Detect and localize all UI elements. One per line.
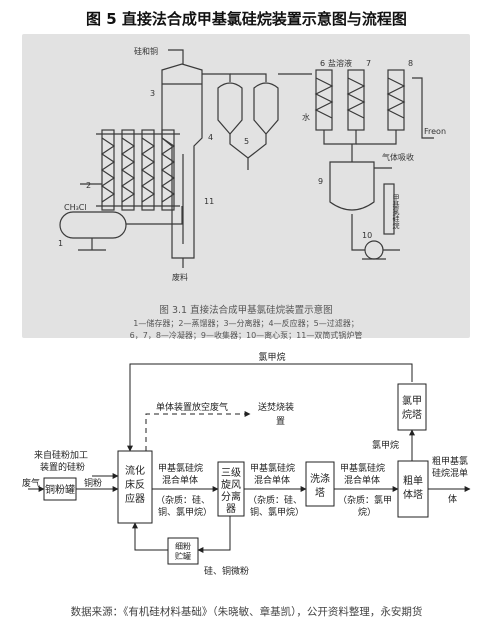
mix1-line-4: 铜、氯甲烷） [158, 506, 212, 518]
mix1-line-1: 甲基氯硅烷 [158, 462, 203, 474]
cyclone-to-fines-line [197, 516, 231, 553]
cyclone-label-3: 分离 [221, 490, 241, 503]
num-8: 8 [408, 59, 413, 68]
label-salt-solution: 盐溶液 [328, 58, 352, 68]
process-flow-chart: 铜粉罐 流化 床反 应器 三级 旋风 分离 器 洗涤 塔 粗单 体塔 氯甲 烷塔… [22, 351, 471, 577]
fines-return-line [132, 522, 168, 551]
copper-powder-tank [43, 477, 77, 501]
cyclone-label-4: 器 [226, 503, 236, 515]
separator-reactor [161, 63, 203, 259]
num-4: 4 [208, 133, 213, 142]
mix3-line-4: 烷） [358, 506, 376, 518]
label-gas-absorption: 气体吸收 [382, 152, 414, 162]
incineration-label-1: 送焚烧装 [258, 401, 294, 413]
num-11: 11 [204, 197, 214, 206]
mix3-line-2: 混合单体 [344, 474, 380, 486]
condensers [314, 69, 406, 131]
label-ch3cl: CH₃Cl [64, 203, 87, 212]
output-label-2: 硅烷混单 [432, 467, 468, 479]
vent-gas-line [145, 411, 251, 451]
num-5: 5 [244, 137, 249, 146]
figure-title: 图 5 直接法合成甲基氯硅烷装置示意图与流程图 [86, 10, 407, 28]
reactor-label-1: 流化 [125, 464, 145, 477]
si-cu-fines-label: 硅、铜微粉 [204, 565, 249, 577]
output-label-3: 体 [448, 493, 457, 505]
num-9: 9 [318, 177, 323, 186]
storage-tank [59, 211, 127, 239]
num-2: 2 [86, 181, 91, 190]
label-si-cu: 硅和铜 [134, 46, 158, 56]
schematic-drawing: 硅和铜 盐溶液 水 Freon 气体吸收 CH₃Cl 废料 甲基氯硅烷 1 2 … [58, 46, 446, 282]
chloromethane-recycle-line [127, 363, 413, 452]
num-7: 7 [366, 59, 371, 68]
silicon-source-label-1: 来自硅粉加工 [34, 449, 88, 461]
distiller-columns [96, 129, 180, 211]
label-methylchlorosilane: 甲基氯硅烷 [392, 194, 400, 230]
mix2-line-2: 混合单体 [254, 474, 290, 486]
cyclone-label-1: 三级 [221, 467, 241, 479]
copper-tank-label: 铜粉罐 [45, 483, 75, 496]
label-waste: 废料 [172, 272, 188, 282]
centrifugal-pump [364, 240, 384, 260]
fluidized-bed-reactor [117, 450, 153, 524]
mix1-line-2: 混合单体 [162, 474, 198, 486]
mix1-line-3: （杂质：硅、 [156, 494, 210, 506]
chloromethane-side-label: 氯甲烷 [372, 439, 399, 451]
three-stage-cyclone [217, 461, 245, 517]
apparatus-schematic: 硅和铜 盐溶液 水 Freon 气体吸收 CH₃Cl 废料 甲基氯硅烷 1 2 … [22, 34, 470, 340]
scrubber-label-1: 洗涤 [310, 472, 330, 485]
vent-gas-label: 单体装置放空废气 [156, 401, 228, 413]
filter-b [253, 82, 279, 135]
crude-label-2: 体塔 [403, 488, 423, 501]
fines-storage-tank [167, 537, 199, 565]
schematic-legend-line1: 1—储存器；2—蒸馏器；3—分离器；4—反应器；5—过滤器； [133, 319, 359, 328]
fines-tank-label-2: 贮罐 [175, 551, 191, 561]
num-10: 10 [362, 231, 372, 240]
chloromethane-tower-label-1: 氯甲 [402, 394, 422, 407]
scrubber-tower [305, 461, 335, 507]
cyclone-label-2: 旋风 [221, 478, 241, 491]
mix2-line-3: （杂质：硅、 [248, 494, 302, 506]
chloromethane-top-label: 氯甲烷 [258, 351, 285, 363]
filter-a [217, 82, 243, 135]
label-freon: Freon [424, 127, 446, 136]
num-1: 1 [58, 239, 63, 248]
reactor-label-3: 应器 [125, 492, 145, 505]
mix2-line-1: 甲基氯硅烷 [250, 462, 295, 474]
copper-powder-label: 铜粉 [84, 477, 102, 489]
fines-tank-label-1: 细粉 [175, 541, 191, 551]
scrubber-label-2: 塔 [315, 486, 325, 499]
schematic-caption: 图 3.1 直接法合成甲基氯硅烷装置示意图 [159, 305, 333, 316]
waste-gas-label: 废气 [22, 477, 40, 489]
num-3: 3 [150, 89, 155, 98]
mix2-line-4: 铜、氯甲烷） [250, 506, 304, 518]
crude-monomer-tower [397, 460, 429, 518]
mix3-line-1: 甲基氯硅烷 [340, 462, 385, 474]
reactor-label-2: 床反 [125, 478, 145, 491]
output-label-1: 粗甲基氯 [432, 455, 468, 467]
schematic-labels: 硅和铜 盐溶液 水 Freon 气体吸收 CH₃Cl 废料 甲基氯硅烷 1 2 … [58, 46, 446, 282]
crude-label-1: 粗单 [403, 475, 423, 487]
silicon-source-label-2: 装置的硅粉 [40, 461, 85, 473]
num-6: 6 [320, 59, 325, 68]
collector [329, 161, 375, 211]
chloromethane-tower [397, 383, 427, 431]
chloromethane-tower-label-2: 烷塔 [402, 408, 422, 421]
source-note: 数据来源：《有机硅材料基础》（朱晓敏、章基凯），公开资料整理，永安期货 [70, 606, 423, 618]
label-water: 水 [302, 112, 310, 122]
mix3-line-3: （杂质：氯甲 [338, 494, 392, 506]
incineration-label-2: 置 [276, 416, 285, 427]
schematic-legend-line2: 6，7，8—冷凝器；9—收集器；10—离心泵；11—双筒式锅炉管 [129, 331, 363, 340]
